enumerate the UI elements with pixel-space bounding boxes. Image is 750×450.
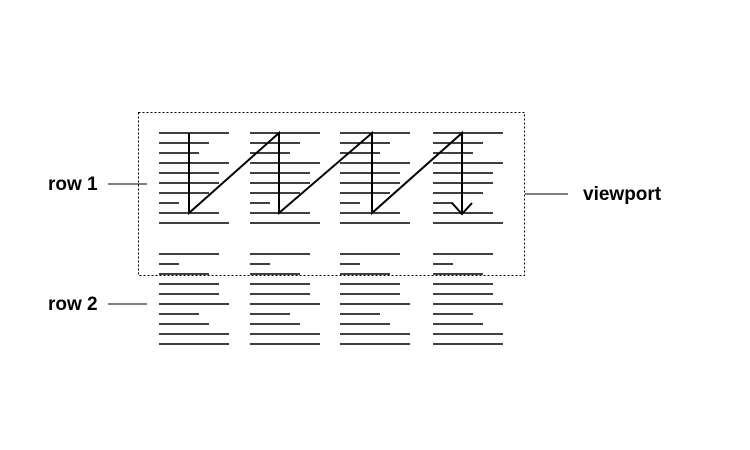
row-1-label: row 1	[48, 174, 98, 195]
viewport-box	[138, 112, 525, 276]
scroll-path	[188, 130, 463, 216]
arrow-head-icon	[451, 202, 473, 216]
text-lines	[159, 132, 503, 345]
viewport-label: viewport	[583, 184, 662, 205]
row-2-label: row 2	[48, 294, 98, 315]
